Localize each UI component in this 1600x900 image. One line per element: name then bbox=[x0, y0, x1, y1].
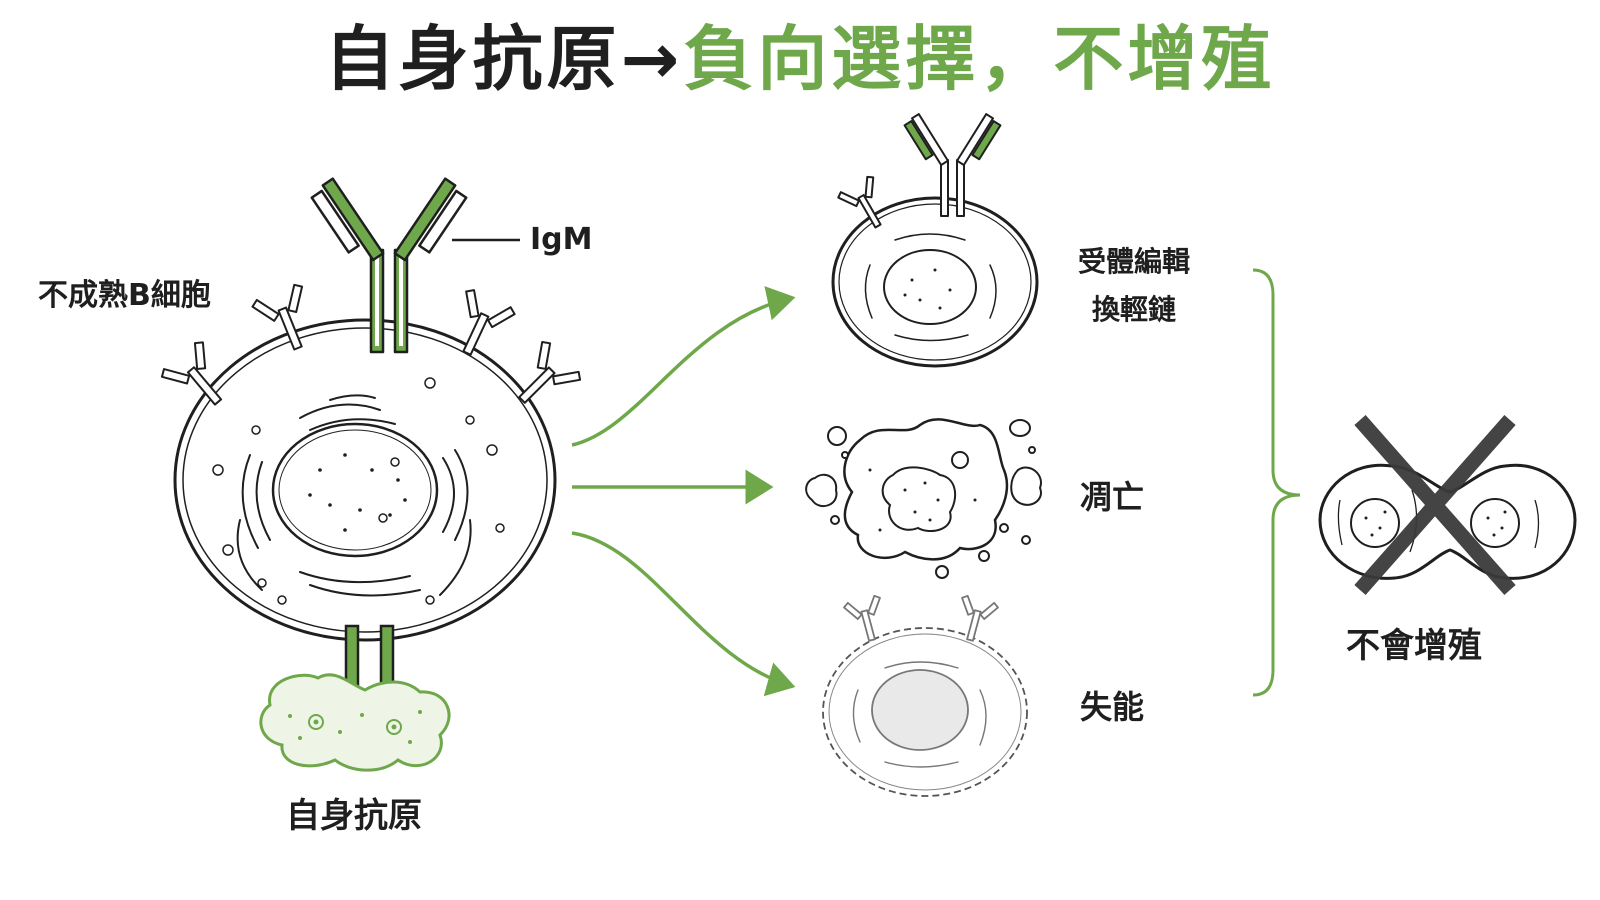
page-title: 自身抗原→負向選擇，不增殖 bbox=[0, 14, 1600, 104]
label-igm: IgM bbox=[530, 222, 593, 257]
no-proliferation-cross-icon bbox=[1354, 415, 1516, 595]
title-part-self-antigen: 自身抗原→ bbox=[324, 18, 684, 100]
label-light-chain-switch: 換輕鏈 bbox=[1092, 293, 1177, 326]
endoplasmic-reticulum bbox=[236, 394, 472, 597]
title-part-negative-selection: 負向選擇，不增殖 bbox=[683, 18, 1276, 100]
arrow-receptor-editing bbox=[571, 286, 796, 447]
self-antigen bbox=[259, 673, 451, 772]
outcome-arrows bbox=[571, 286, 796, 697]
outcome-bracket bbox=[1252, 268, 1301, 697]
antigen-bound-receptors bbox=[344, 624, 395, 700]
label-anergy: 失能 bbox=[1080, 688, 1145, 726]
label-self-antigen: 自身抗原 bbox=[286, 796, 422, 836]
label-immature-b-cell: 不成熟B細胞 bbox=[38, 278, 211, 313]
apoptotic-cell bbox=[805, 418, 1042, 579]
anergic-cell bbox=[822, 594, 1028, 797]
membrane-receptors bbox=[160, 283, 582, 406]
arrow-anergy bbox=[571, 531, 796, 697]
igm-receptor bbox=[310, 177, 468, 354]
nucleus bbox=[271, 422, 439, 558]
label-receptor-editing: 受體編輯 bbox=[1078, 245, 1191, 278]
label-no-proliferation: 不會增殖 bbox=[1346, 626, 1482, 666]
immature-b-cell bbox=[173, 318, 557, 642]
receptor-editing-cell bbox=[831, 113, 1039, 368]
label-apoptosis: 凋亡 bbox=[1080, 478, 1145, 516]
